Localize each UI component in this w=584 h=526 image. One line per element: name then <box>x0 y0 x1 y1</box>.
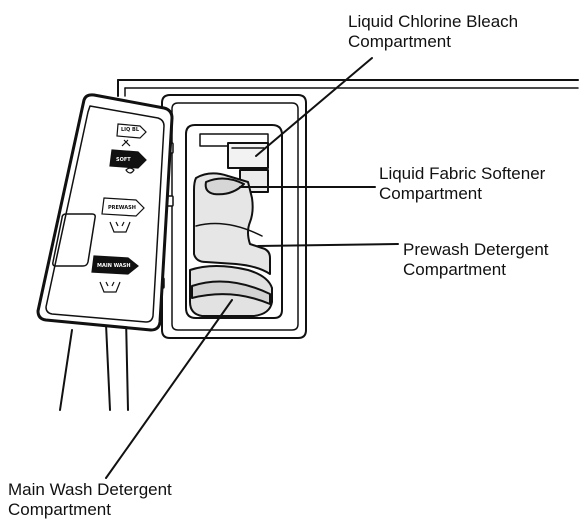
callout-bleach: Liquid Chlorine Bleach Compartment <box>348 12 518 52</box>
callout-main-wash: Main Wash Detergent Compartment <box>8 480 172 520</box>
callout-main-wash-line1: Main Wash Detergent <box>8 480 172 500</box>
svg-text:MAIN WASH: MAIN WASH <box>97 263 131 269</box>
svg-text:LIQ BL: LIQ BL <box>121 127 140 133</box>
svg-text:PREWASH: PREWASH <box>108 205 136 211</box>
callout-prewash-line1: Prewash Detergent <box>403 240 549 260</box>
cabinet-front-line-1 <box>60 330 72 410</box>
leader-bleach <box>256 58 372 156</box>
callout-softener-line2: Compartment <box>379 184 545 204</box>
svg-text:SOFT: SOFT <box>116 157 131 163</box>
callout-softener: Liquid Fabric Softener Compartment <box>379 164 545 204</box>
callout-softener-line1: Liquid Fabric Softener <box>379 164 545 184</box>
cabinet-front-line-2 <box>106 324 110 410</box>
callout-bleach-line1: Liquid Chlorine Bleach <box>348 12 518 32</box>
callout-bleach-line2: Compartment <box>348 32 518 52</box>
cabinet-front-line-3 <box>126 318 128 410</box>
bleach-compartment <box>228 143 268 168</box>
callout-main-wash-line2: Compartment <box>8 500 172 520</box>
callout-prewash-line2: Compartment <box>403 260 549 280</box>
callout-prewash: Prewash Detergent Compartment <box>403 240 549 280</box>
